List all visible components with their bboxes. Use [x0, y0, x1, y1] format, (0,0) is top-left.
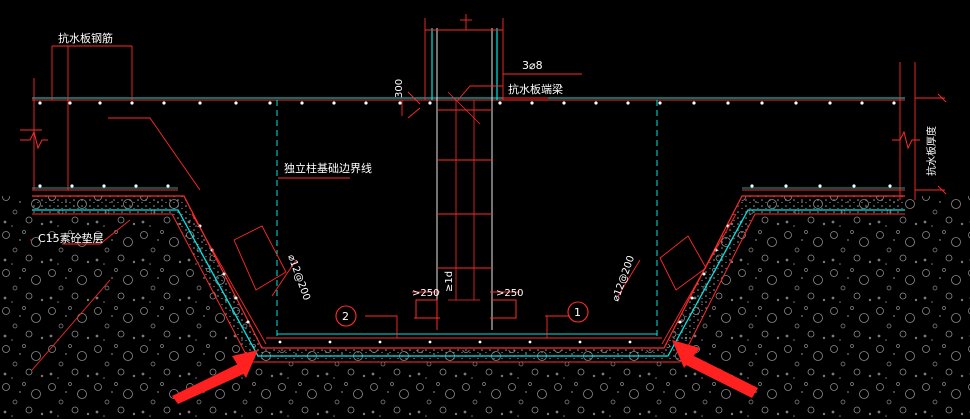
marker-1: 1	[567, 301, 589, 323]
label-top-rebar: 抗水板钢筋	[58, 31, 113, 45]
label-bar-spec: 3⌀8	[522, 59, 543, 72]
rebar-dots-base	[278, 340, 632, 344]
column-hooks	[414, 299, 517, 330]
column	[424, 14, 504, 330]
label-cushion-note: C15素砼垫层	[38, 231, 104, 245]
concrete-boundary	[32, 209, 905, 357]
label-dim-250-right: >250	[496, 288, 523, 299]
marker-2-label: 2	[342, 310, 349, 323]
excavation-outline	[32, 195, 905, 349]
rebar-dots-bottom	[38, 184, 892, 188]
label-dim-300: 300	[394, 79, 405, 98]
break-marks	[20, 130, 920, 150]
label-slope-bar-left: ⌀12@200	[285, 253, 312, 302]
label-dim-center: ≥1d	[444, 271, 455, 292]
marker-1-label: 1	[574, 306, 581, 319]
slope-rebar-left	[191, 213, 267, 345]
cushion-bottom-outline	[32, 213, 905, 363]
soil-fill	[0, 196, 970, 419]
label-side-note: 抗水板厚度	[925, 126, 938, 176]
marker-2: 2	[335, 305, 357, 327]
rebar-dots-top	[38, 101, 896, 105]
rebar-dots-slope	[198, 224, 730, 324]
arrow-right	[672, 340, 758, 398]
slope-rebar-right	[661, 213, 737, 345]
label-dim-250-left: >250	[412, 288, 439, 299]
label-beam-note: 抗水板端梁	[508, 82, 563, 96]
label-boundary-note: 独立柱基础边界线	[284, 161, 372, 175]
arrow-left	[172, 350, 258, 404]
label-slope-bar-right: ⌀12@200	[610, 254, 637, 303]
leader-lines	[20, 62, 947, 371]
